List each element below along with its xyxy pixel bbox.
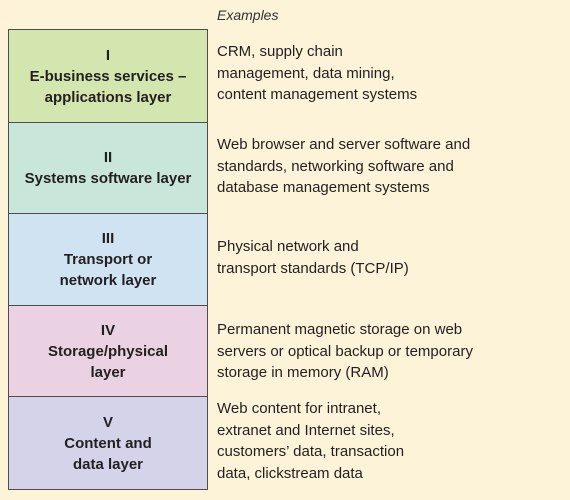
layer-2-title-line-1: Systems software layer [24, 170, 192, 187]
layer-1-example-line-1: CRM, supply chain [217, 43, 343, 60]
layer-4-example-line-3: storage in memory (RAM) [217, 364, 389, 381]
layer-5-examples: Web content for intranet, extranet and I… [217, 398, 562, 484]
layer-2-example-line-3: database management systems [217, 179, 430, 196]
layer-3-examples: Physical network and transport standards… [217, 236, 562, 279]
layer-4-title-line-2: layer [90, 363, 126, 381]
layer-4-example-line-2: servers or optical backup or temporary [217, 342, 473, 360]
layer-2-example-line-2: standards, networking software and [217, 157, 454, 175]
layer-4: IV Storage/physical layer [9, 306, 207, 397]
layer-5-example-line-3: customers’ data, transaction [217, 443, 405, 460]
layer-2-numeral: II [103, 149, 113, 166]
layer-1-examples: CRM, supply chain management, data minin… [217, 41, 562, 106]
layer-3-example-line-2: transport standards (TCP/IP) [217, 259, 409, 277]
layer-2: II Systems software layer [9, 123, 207, 214]
layer-3-example-line-1: Physical network and [217, 238, 359, 255]
layer-1-title-line-2: applications layer [44, 88, 172, 106]
layer-2-examples: Web browser and server software and stan… [217, 134, 562, 199]
layer-1-title-line-1: E-business services – [29, 67, 187, 85]
layer-3-title-line-1: Transport or [63, 251, 153, 268]
layer-stack: I E-business services – applications lay… [8, 29, 208, 490]
layer-1: I E-business services – applications lay… [9, 30, 207, 123]
layer-4-examples: Permanent magnetic storage on web server… [217, 319, 562, 384]
layer-4-example-line-1: Permanent magnetic storage on web [217, 321, 463, 338]
layer-3: III Transport or network layer [9, 214, 207, 306]
layer-3-title-line-2: network layer [59, 272, 157, 289]
layer-4-title-line-1: Storage/physical [47, 342, 169, 360]
layer-5-example-line-4: data, clickstream data [217, 464, 363, 482]
examples-heading: Examples [217, 7, 279, 23]
layer-5-numeral: V [102, 413, 113, 431]
layer-4-numeral: IV [100, 321, 116, 339]
layer-5: V Content and data layer [9, 397, 207, 489]
layer-5-example-line-1: Web content for intranet, [217, 400, 381, 417]
layer-5-title-line-1: Content and [64, 434, 152, 452]
layer-1-example-line-2: management, data mining, [217, 64, 395, 82]
layer-2-example-line-1: Web browser and server software and [217, 136, 471, 153]
layer-1-example-line-3: content management systems [217, 86, 418, 103]
layer-5-title-line-2: data layer [72, 455, 144, 473]
layer-1-numeral: I [105, 46, 111, 64]
layer-5-example-line-2: extranet and Internet sites, [217, 421, 395, 439]
layer-3-numeral: III [101, 230, 115, 247]
